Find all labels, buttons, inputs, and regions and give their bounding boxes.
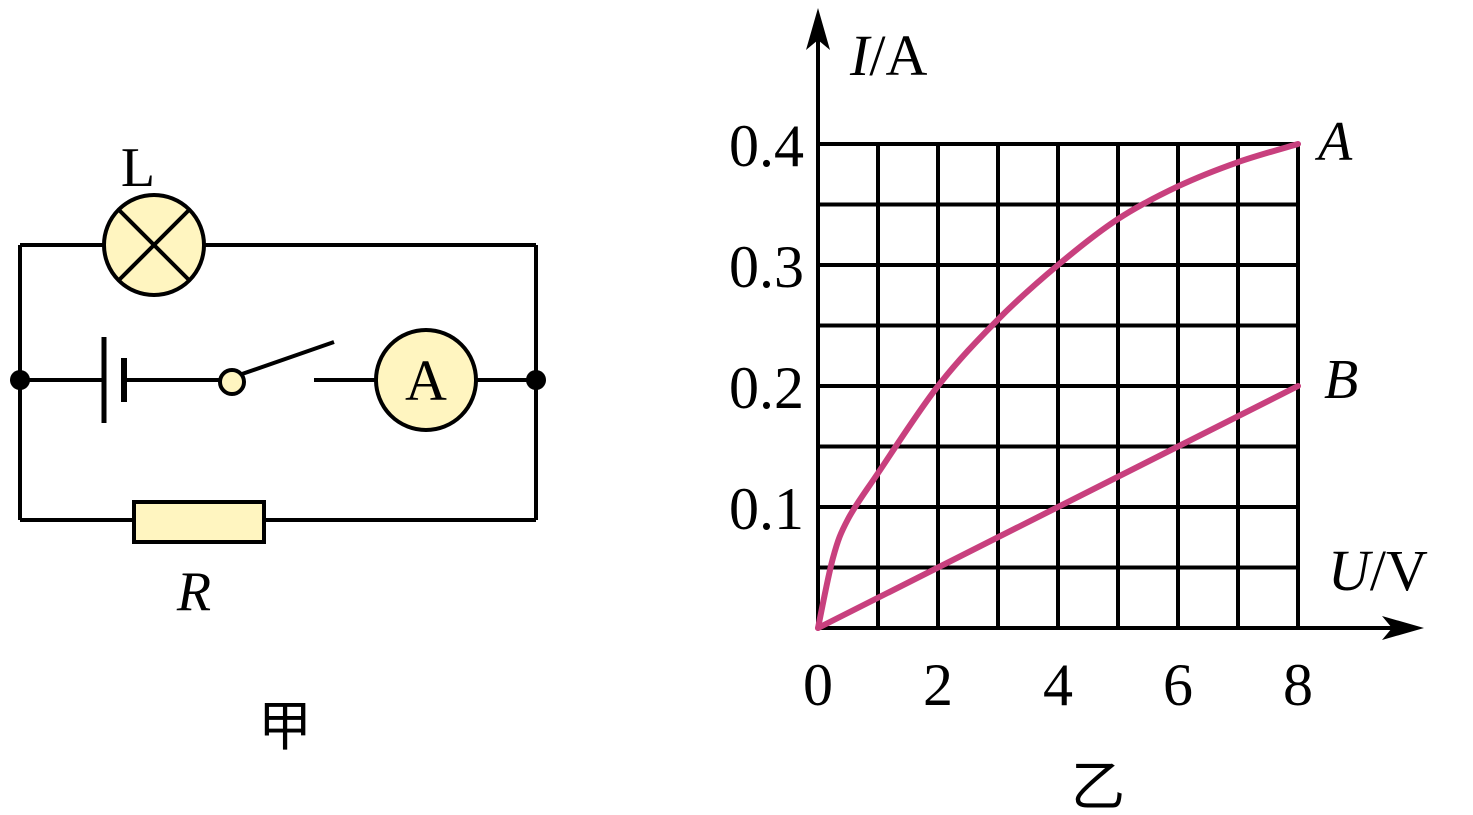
x-tick-label: 8 — [1283, 652, 1313, 718]
y-axis-arrow — [806, 8, 830, 50]
x-axis-arrow — [1382, 616, 1424, 640]
x-tick-label: 4 — [1043, 652, 1073, 718]
axes — [806, 8, 1424, 640]
x-axis-unit: /V — [1370, 538, 1428, 603]
y-tick-label: 0.1 — [729, 476, 804, 542]
x-axis-title: U/V — [1328, 538, 1428, 603]
x-tick-label: 2 — [923, 652, 953, 718]
x-tick-label: 6 — [1163, 652, 1193, 718]
ammeter-body — [374, 328, 478, 432]
y-tick-label: 0.4 — [729, 113, 804, 179]
y-tick-label: 0.2 — [729, 355, 804, 421]
switch-blade — [241, 340, 335, 376]
curve-label-b: B — [1324, 349, 1358, 411]
ammeter-label: A — [405, 348, 447, 413]
x-tick-label: 0 — [803, 652, 833, 718]
switch-pivot — [218, 368, 246, 396]
graph-caption: 乙 — [1071, 757, 1125, 815]
resistor-label: R — [176, 561, 211, 623]
ammeter-symbol — [374, 328, 478, 432]
y-tick-label: 0.3 — [729, 234, 804, 300]
lamp-label: L — [121, 137, 155, 199]
circuit-caption: 甲 — [258, 697, 312, 757]
grid — [818, 142, 1300, 628]
battery-symbol — [101, 337, 127, 423]
graph: 0 2 4 6 8 0.1 0.2 0.3 0.4 I/A U/V A B 乙 — [729, 8, 1428, 815]
lamp-symbol — [102, 193, 206, 297]
curve-label-a: A — [1314, 111, 1353, 173]
lamp-cross-2 — [117, 208, 191, 282]
curve-a — [815, 141, 1301, 631]
y-axis-symbol: I — [849, 23, 872, 88]
y-axis-unit: /A — [869, 23, 927, 88]
switch-symbol — [218, 340, 335, 396]
curves — [815, 141, 1301, 631]
x-axis-symbol: U — [1328, 538, 1374, 603]
tick-labels: 0 2 4 6 8 0.1 0.2 0.3 0.4 — [729, 113, 1313, 718]
resistor-symbol — [132, 500, 266, 544]
curve-b — [815, 383, 1301, 631]
y-axis-title: I/A — [849, 23, 927, 88]
junction-left — [10, 370, 30, 390]
junction-right — [526, 370, 546, 390]
